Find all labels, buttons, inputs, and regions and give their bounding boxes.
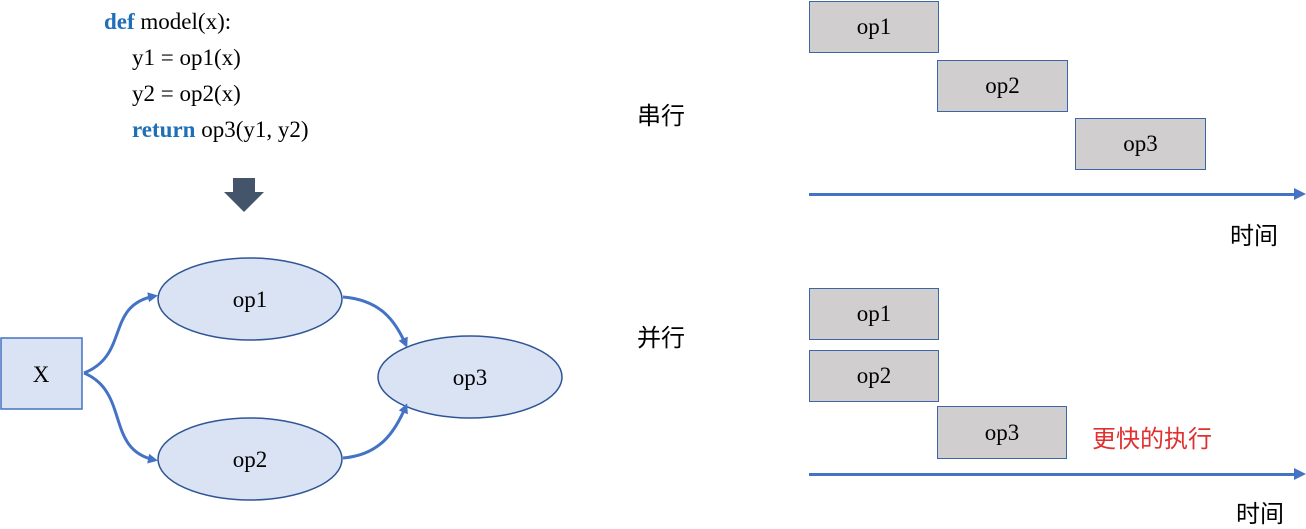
- faster-execution-note: 更快的执行: [1092, 425, 1212, 453]
- code-line-2: y1 = op1(x): [132, 45, 241, 70]
- serial-time-label: 时间: [1230, 222, 1278, 250]
- edge-x-op1: [83, 292, 158, 375]
- node-op3: [377, 335, 563, 419]
- serial-op3-box: op3: [1075, 118, 1206, 170]
- input-label: X: [33, 362, 50, 387]
- parallel-time-axis: [809, 473, 1295, 476]
- computation-graph: X op1 op2 op3: [0, 178, 563, 501]
- parallel-op2-box: op2: [809, 350, 939, 402]
- return-expression: op3(y1, y2): [195, 117, 309, 142]
- node-op3-label: op3: [453, 365, 488, 390]
- code-line-1: def model(x):: [104, 4, 309, 40]
- node-op1: [157, 257, 343, 341]
- serial-label: 串行: [637, 102, 685, 130]
- parallel-op3-box: op3: [937, 406, 1067, 459]
- serial-op1-box: op1: [809, 1, 939, 53]
- code-line-3: y2 = op2(x): [132, 81, 241, 106]
- parallel-label: 并行: [637, 324, 685, 352]
- return-keyword: return: [132, 117, 196, 142]
- code-line-4: return op3(y1, y2): [104, 112, 309, 148]
- parallel-axis-arrow-icon: [1294, 468, 1306, 480]
- node-op2-label: op2: [233, 447, 268, 472]
- serial-axis-arrow-icon: [1294, 188, 1306, 200]
- edge-op2-op3: [342, 403, 408, 460]
- parallel-op1-box: op1: [809, 288, 939, 340]
- serial-time-axis: [809, 193, 1295, 196]
- parallel-time-label: 时间: [1236, 500, 1284, 528]
- node-op1-label: op1: [233, 287, 268, 312]
- down-arrow-icon: [224, 178, 264, 212]
- def-signature: model(x):: [134, 9, 232, 34]
- edge-x-op2: [83, 371, 158, 464]
- code-block: def model(x): y1 = op1(x) y2 = op2(x) re…: [104, 4, 309, 148]
- node-op2: [157, 417, 343, 501]
- input-box: [0, 337, 83, 410]
- edge-op1-op3: [342, 295, 408, 348]
- serial-op2-box: op2: [937, 60, 1068, 112]
- def-keyword: def: [104, 9, 135, 34]
